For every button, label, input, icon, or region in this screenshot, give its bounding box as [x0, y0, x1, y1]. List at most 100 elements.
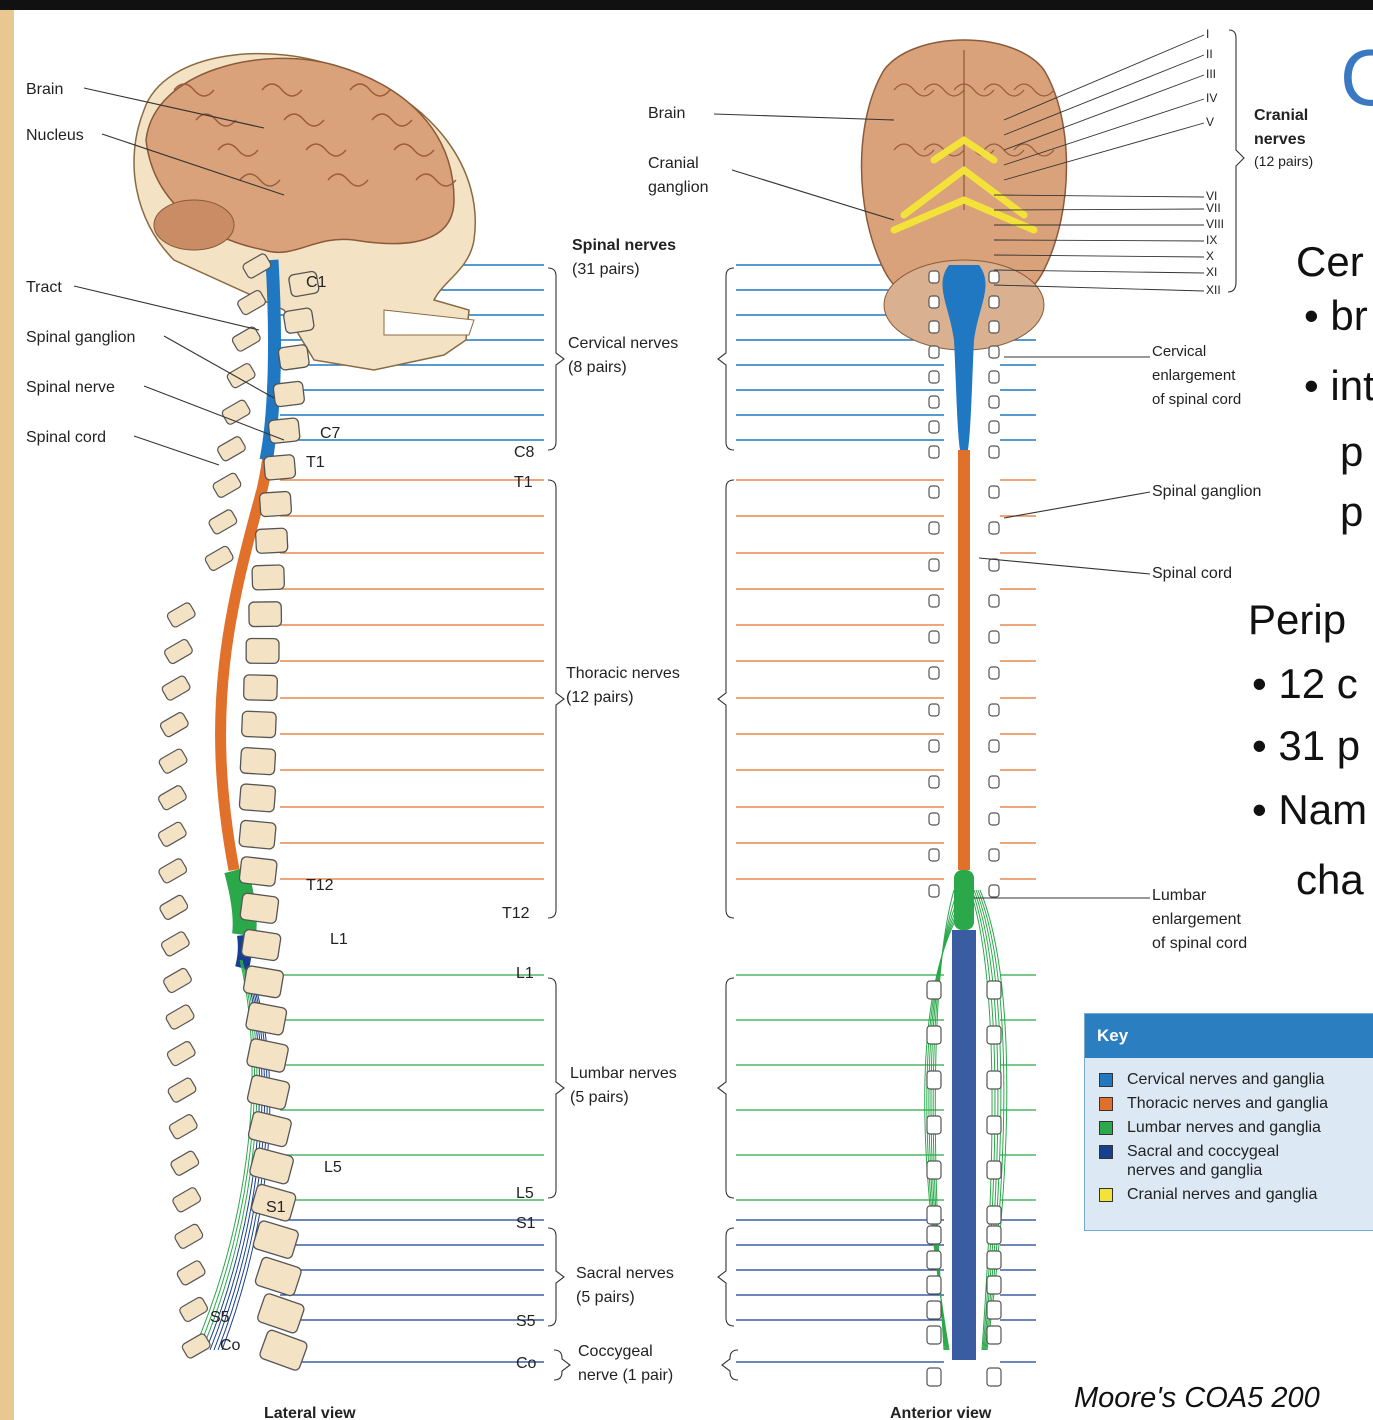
spinal-ganglion-left	[929, 740, 939, 752]
spinous-process	[170, 1150, 201, 1177]
spinal-ganglion-right	[989, 776, 999, 788]
lateral-view-drawing	[134, 54, 475, 1372]
spinal-nerves-label: Spinal nerves	[572, 237, 676, 254]
leader-line	[164, 336, 274, 398]
spinal-ganglion-right	[987, 1026, 1001, 1044]
anterior-cord-thoracic	[958, 450, 970, 870]
level-l1: L1	[330, 931, 348, 948]
spinal-ganglion-right	[987, 1301, 1001, 1319]
spinal-ganglion-left	[929, 704, 939, 716]
cranial-nerve-numeral: VIII	[1206, 217, 1224, 231]
cranial-nerve-numeral: V	[1206, 115, 1214, 129]
spinal-ganglion-left	[929, 813, 939, 825]
vertebra	[252, 1220, 299, 1260]
lateral-nucleus-label: Nucleus	[26, 127, 84, 144]
spinal-ganglion-right	[989, 849, 999, 861]
level-l5: L5	[324, 1159, 342, 1176]
peripheral-heading: Perip	[1248, 596, 1346, 644]
mid-level-s1: S1	[516, 1215, 536, 1232]
key-item-lumbar: Lumbar nerves and ganglia	[1085, 1118, 1373, 1137]
central-bullet-2-line-2: p	[1340, 428, 1363, 476]
level-co: Co	[220, 1337, 241, 1354]
cerebellum	[154, 200, 234, 250]
spinal-ganglion-right	[989, 740, 999, 752]
lumbar-nerves-count: (5 pairs)	[570, 1089, 629, 1106]
vertebra	[255, 528, 287, 553]
top-border	[0, 0, 1373, 10]
spinal-ganglion-left	[929, 522, 939, 534]
cranial-nerves-label: Cranial	[1254, 107, 1308, 124]
spinal-ganglion-right	[987, 1276, 1001, 1294]
anterior-cauda	[952, 930, 976, 1360]
leader-line	[1004, 492, 1150, 518]
vertebra	[245, 1002, 287, 1036]
thoracic-nerves-count: (12 pairs)	[566, 689, 634, 706]
spinal-ganglion-right	[989, 885, 999, 897]
sacral-nerves-label: Sacral nerves	[576, 1265, 674, 1282]
spinal-ganglion-left	[929, 346, 939, 358]
sacral-nerves-count: (5 pairs)	[576, 1289, 635, 1306]
cranial-nerve-numeral: II	[1206, 47, 1213, 61]
cranial-nerves-count: (12 pairs)	[1254, 153, 1313, 169]
thoracic-nerves-label: Thoracic nerves	[566, 665, 680, 682]
lateral-spinal-nerve-label: Spinal nerve	[26, 379, 115, 396]
vertebra	[268, 418, 300, 444]
lateral-brain-label: Brain	[26, 81, 63, 98]
coccygeal-nerve-label: Coccygeal	[578, 1343, 653, 1360]
lateral-spinal-cord-label: Spinal cord	[26, 429, 106, 446]
spinous-process	[159, 894, 190, 921]
spinal-ganglion-right	[987, 1368, 1001, 1386]
mid-level-l5: L5	[516, 1185, 534, 1202]
spinal-ganglion-right	[989, 396, 999, 408]
spinal-ganglion-left	[927, 1226, 941, 1244]
lumbar-enlargement-label: Lumbar	[1152, 887, 1207, 904]
lumbar-nerves-label: Lumbar nerves	[570, 1065, 677, 1082]
cranial-bracket	[1228, 30, 1244, 292]
cranial-ganglion-label: Cranial	[648, 155, 699, 172]
mid-level-c8: C8	[514, 444, 535, 461]
leader-line	[134, 436, 219, 465]
vertebra	[247, 1074, 291, 1110]
spinous-process	[163, 638, 194, 665]
vertebra	[278, 344, 310, 370]
vertebra	[241, 929, 281, 961]
section-bracket	[722, 1350, 738, 1380]
spinal-nerve-lines	[280, 265, 1036, 1362]
leader-line	[979, 558, 1150, 574]
section-bracket	[548, 978, 564, 1198]
spinal-ganglion-right	[987, 1251, 1001, 1269]
leader-line	[74, 286, 259, 330]
spinal-ganglion-left	[927, 1326, 941, 1344]
spinal-ganglion-right	[989, 486, 999, 498]
vertebra	[283, 307, 315, 333]
spinal-ganglion-right	[989, 271, 999, 283]
spinal-nerves-count: (31 pairs)	[572, 261, 640, 278]
peripheral-bullet-1: • 12 c	[1252, 660, 1358, 708]
anterior-spinal-cord-label: Spinal cord	[1152, 565, 1232, 582]
lateral-tract-label: Tract	[26, 279, 62, 296]
central-bullet-2-line-3: p	[1340, 488, 1363, 536]
spinal-ganglion-right	[987, 1326, 1001, 1344]
section-bracket	[548, 480, 564, 918]
spinal-ganglion-left	[929, 271, 939, 283]
cranial-nerve-numerals: IIIIIIIVVVIVIIVIIIIXXXIXII	[1206, 27, 1224, 297]
key-swatch	[1099, 1073, 1113, 1087]
vertebra	[243, 965, 284, 998]
spinal-ganglion-right	[987, 1226, 1001, 1244]
spinal-ganglion-left	[929, 631, 939, 643]
slide-title: C	[1340, 32, 1373, 124]
spinal-ganglion-right	[989, 371, 999, 383]
section-bracket	[718, 978, 734, 1198]
spinous-process	[165, 1004, 196, 1031]
spinous-process	[216, 435, 247, 462]
spinous-process	[174, 1223, 205, 1250]
spinal-ganglion-left	[929, 849, 939, 861]
vertebra	[242, 711, 277, 738]
spinal-ganglion-left	[929, 486, 939, 498]
peripheral-bullet-2: • 31 p	[1252, 722, 1360, 770]
lumbar-enlargement-label-3: of spinal cord	[1152, 935, 1247, 952]
vertebra	[239, 856, 278, 886]
anterior-view-label: Anterior view	[890, 1405, 992, 1420]
spinal-ganglion-left	[929, 559, 939, 571]
spinal-ganglion-right	[989, 813, 999, 825]
